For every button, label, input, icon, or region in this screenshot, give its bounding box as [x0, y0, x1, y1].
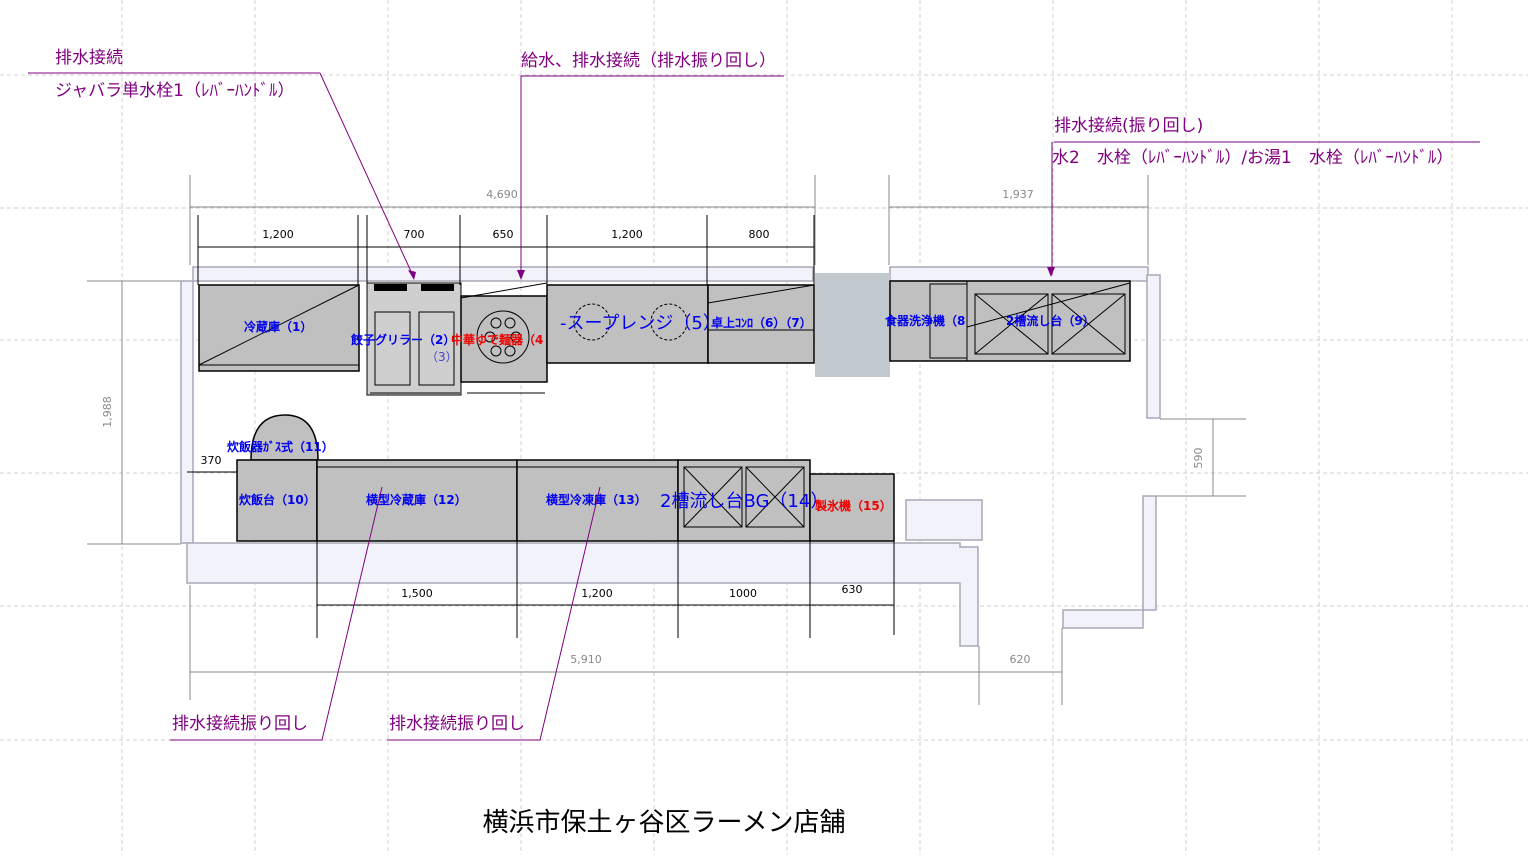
label-sink-9: 2槽流し台（9）: [1006, 313, 1095, 328]
dim-620: 620: [1010, 653, 1031, 666]
label-noodle-boiler-4: 中華ゆで麺器（4: [451, 332, 543, 347]
label-rice-table-10: 炊飯台（10）: [239, 492, 316, 507]
dim-590: 590: [1192, 448, 1205, 469]
dim-630: 630: [842, 583, 863, 596]
label-table-stove-6-7: 卓上ｺﾝﾛ（6）（7）: [711, 315, 812, 330]
dim-left-height: 1,988: [101, 396, 114, 428]
dim-top-total: 4,690: [486, 188, 518, 201]
note-drain-3: 排水接続(振り回し): [1054, 116, 1203, 136]
dim-1200a: 1,200: [262, 228, 294, 241]
annotations: 排水接続 ジャバラ単水栓1（ﾚﾊﾞｰﾊﾝﾄﾞﾙ） 給水、排水接続（排水振り回し）…: [28, 48, 1480, 741]
label-rice-cooker-11: 炊飯器ｶﾞｽ式（11）: [227, 439, 334, 454]
dim-1200b: 1,200: [611, 228, 643, 241]
drawing-title: 横浜市保土ヶ谷区ラーメン店舗: [483, 808, 846, 838]
note-drain-5: 排水接続振り回し: [389, 714, 525, 734]
dim-top-right: 1,937: [1002, 188, 1034, 201]
equipment-labels: 冷蔵庫（1） 餃子グリラー（2） （3） 中華ゆで麺器（4 -スープレンジ（5）…: [227, 313, 1095, 513]
label-soup-range-5: -スープレンジ（5）: [560, 313, 721, 334]
equipment: [198, 280, 1131, 542]
label-3: （3）: [426, 350, 458, 364]
dim-370: 370: [201, 454, 222, 467]
note-faucet-1: ジャバラ単水栓1（ﾚﾊﾞｰﾊﾝﾄﾞﾙ）: [55, 81, 294, 101]
dim-bottom-total: 5,910: [570, 653, 602, 666]
label-sink-bg-14: 2槽流し台BG（14）: [660, 491, 828, 512]
dimensions: 4,690 1,937 1,200 700 650 1,200 800 1,98…: [87, 175, 1246, 705]
dim-700: 700: [404, 228, 425, 241]
label-gyoza-griller-2: 餃子グリラー（2）: [351, 332, 455, 347]
note-drain-1: 排水接続: [55, 48, 123, 68]
label-fridge-12: 横型冷蔵庫（12）: [366, 492, 467, 507]
label-dishwasher-8: 食器洗浄機（8: [884, 313, 965, 328]
label-freezer-13: 横型冷凍庫（13）: [546, 492, 647, 507]
note-drain-4: 排水接続振り回し: [172, 714, 308, 734]
walls: [180, 266, 1161, 647]
dim-1200c: 1,200: [581, 587, 613, 600]
label-ice-maker-15: 製氷機（15）: [814, 498, 892, 513]
dim-650: 650: [493, 228, 514, 241]
label-refrigerator-1: 冷蔵庫（1）: [244, 319, 312, 334]
dim-1500: 1,500: [401, 587, 433, 600]
note-supply-drain: 給水、排水接続（排水振り回し）: [521, 51, 776, 71]
column: [815, 273, 890, 377]
note-faucets-3: 水2 水栓（ﾚﾊﾞｰﾊﾝﾄﾞﾙ）/お湯1 水栓（ﾚﾊﾞｰﾊﾝﾄﾞﾙ）: [1052, 148, 1453, 168]
dim-800: 800: [749, 228, 770, 241]
dim-1000: 1000: [729, 587, 757, 600]
